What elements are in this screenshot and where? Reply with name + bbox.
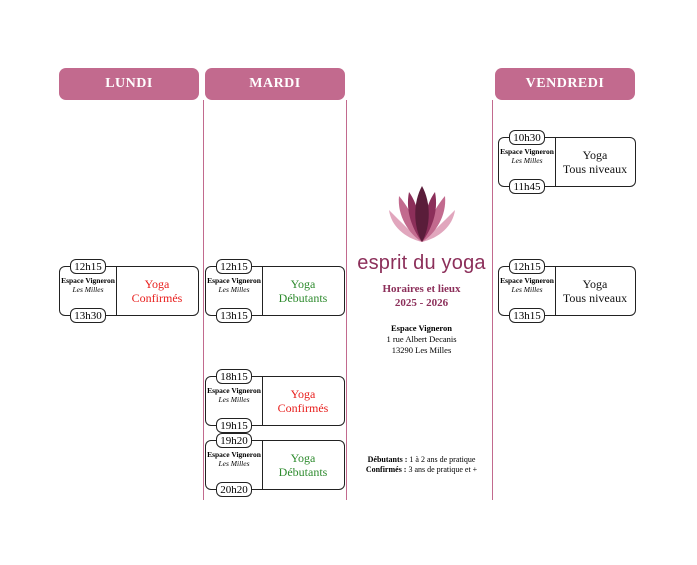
venue-city: Les Milles [218,285,250,294]
legend-confirmes: Confirmés : 3 ans de pratique et + [350,465,493,474]
legend-confirmes-text: 3 ans de pratique et + [408,465,478,474]
card-divider [262,267,263,315]
venue-city: Les Milles [218,395,250,404]
end-time: 13h15 [509,308,545,323]
start-time: 10h30 [509,130,545,145]
class-title: Yoga [290,277,316,291]
venue-name: Espace Vigneron [207,276,261,285]
venue-name: Espace Vigneron [61,276,115,285]
venue-city: Les Milles [511,285,543,294]
end-time: 13h15 [216,308,252,323]
start-time: 18h15 [216,369,252,384]
day-header-mardi: MARDI [205,68,345,100]
venue-name: Espace Vigneron [500,147,554,156]
legend-debutants-label: Débutants : [367,455,408,464]
card-divider [555,138,556,186]
start-time: 19h20 [216,433,252,448]
card-divider [555,267,556,315]
start-time: 12h15 [216,259,252,274]
class-title: Yoga [582,148,608,162]
card-divider [262,441,263,489]
card-divider [116,267,117,315]
address-line-1: 1 rue Albert Decanis [386,334,457,344]
brand-name: esprit du yoga [357,252,486,274]
day-header-vendredi: VENDREDI [495,68,635,100]
lotus-center-petal [415,186,429,242]
start-time: 12h15 [70,259,106,274]
venue-name: Espace Vigneron [207,386,261,395]
class-title: Yoga [290,451,316,465]
venue-name: Espace Vigneron [207,450,261,459]
legend-debutants: Débutants : 1 à 2 ans de pratique [350,455,493,464]
address-name: Espace Vigneron [390,323,452,333]
end-time: 13h30 [70,308,106,323]
end-time: 11h45 [509,179,545,194]
class-level: Tous niveaux [562,162,628,176]
day-header-lundi: LUNDI [59,68,199,100]
venue-name: Espace Vigneron [500,276,554,285]
class-title: Yoga [144,277,170,291]
column-divider [492,100,493,500]
column-divider [203,100,204,500]
class-level: Débutants [278,465,328,479]
venue-city: Les Milles [511,156,543,165]
column-divider [346,100,347,500]
brand-subtitle-1: Horaires et lieux [382,283,461,295]
end-time: 20h20 [216,482,252,497]
venue-city: Les Milles [72,285,104,294]
brand-subtitle-2: 2025 - 2026 [394,297,449,309]
legend-confirmes-label: Confirmés : [365,465,407,474]
class-title: Yoga [582,277,608,291]
class-level: Débutants [278,291,328,305]
class-level: Confirmés [131,291,183,305]
class-level: Confirmés [277,401,329,415]
end-time: 19h15 [216,418,252,433]
venue-city: Les Milles [218,459,250,468]
lotus-logo-icon [389,186,455,242]
legend-debutants-text: 1 à 2 ans de pratique [409,455,476,464]
start-time: 12h15 [509,259,545,274]
address-line-2: 13290 Les Milles [391,345,452,355]
card-divider [262,377,263,425]
class-level: Tous niveaux [562,291,628,305]
class-title: Yoga [290,387,316,401]
